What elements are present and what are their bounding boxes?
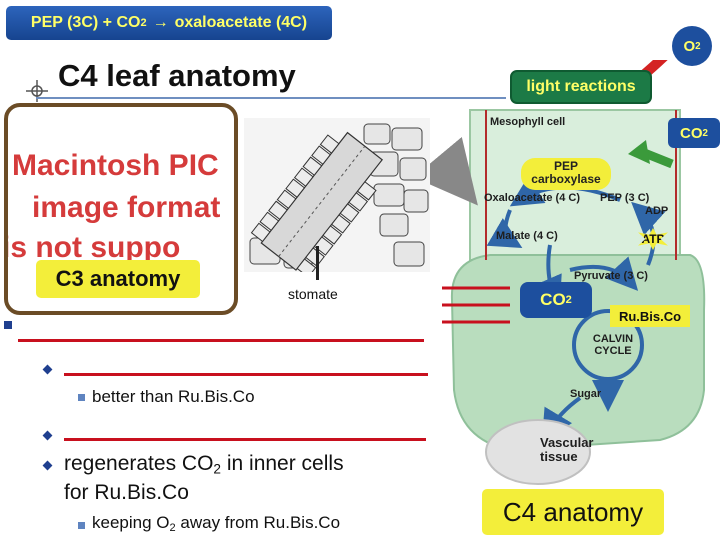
bullet-square [4, 321, 12, 329]
regenerates-sub: 2 [213, 461, 222, 477]
equation-arrow: → [152, 14, 169, 31]
pep-3c-label: PEP (3 C) [600, 192, 650, 204]
title-underline [36, 97, 506, 99]
equation-part2: oxaloacetate (4C) [174, 14, 308, 31]
bullet-better-text: better than Ru.Bis.Co [92, 387, 255, 406]
bullet-sub [78, 522, 85, 529]
c4-pathway-diagram [430, 60, 706, 485]
calvin-cycle-label: CALVIN CYCLE [592, 333, 634, 357]
pep-carboxylase-label: PEP carboxylase [521, 158, 611, 190]
bullet-diamond [42, 460, 53, 471]
sugar-label: Sugar [570, 388, 602, 400]
pict-line-1: Macintosh PIC [12, 149, 219, 182]
stomate-label: stomate [288, 286, 338, 302]
co2-top-text: CO [680, 124, 703, 142]
keeping-b: away from Ru.Bis.Co [175, 513, 341, 532]
o2-text: O [683, 37, 696, 55]
equation-sub: 2 [140, 17, 147, 29]
blank-line-3 [64, 438, 426, 441]
pict-line-3: is not suppo [4, 231, 181, 264]
bullet-sub [78, 394, 85, 401]
o2-sub: 2 [695, 40, 701, 52]
bullet-diamond [42, 430, 53, 441]
pict-line-2: image format [32, 191, 221, 224]
keeping-text: keeping O2 away from Ru.Bis.Co [92, 513, 340, 534]
oxaloacetate-label: Oxaloacetate (4 C) [484, 192, 580, 204]
rubisco-label: Ru.Bis.Co [610, 305, 690, 327]
blank-line-1 [18, 339, 424, 342]
bullet-diamond [42, 364, 53, 375]
c4-anatomy-label: C4 anatomy [482, 489, 664, 535]
keeping-a: keeping O [92, 513, 170, 532]
blank-line-2 [64, 373, 428, 376]
leaf-cross-section-drawing [244, 118, 430, 272]
keeping-sub: 2 [169, 521, 176, 534]
regenerates-b: in inner cells [221, 452, 344, 475]
stomate-pointer [316, 246, 319, 280]
c3-anatomy-label: C3 anatomy [36, 260, 200, 298]
co2-mid-text: CO [540, 290, 566, 309]
pyruvate-label: Pyruvate (3 C) [574, 270, 648, 282]
adp-label: ADP [645, 205, 669, 217]
malate-label: Malate (4 C) [496, 230, 558, 242]
vascular-tissue-label: Vascular tissue [540, 435, 594, 464]
regenerates-line2: for Ru.Bis.Co [64, 481, 189, 504]
page-title: C4 leaf anatomy [58, 58, 296, 93]
regenerates-a: regenerates CO [64, 452, 214, 475]
equation-part1: PEP (3C) + CO [30, 14, 141, 31]
regenerates-text: regenerates CO2 in inner cells [64, 452, 344, 476]
co2-top-sub: 2 [702, 127, 708, 139]
mesophyll-label: Mesophyll cell [490, 116, 566, 128]
light-reactions-box: light reactions [510, 70, 652, 104]
co2-mid-sub: 2 [565, 294, 572, 306]
